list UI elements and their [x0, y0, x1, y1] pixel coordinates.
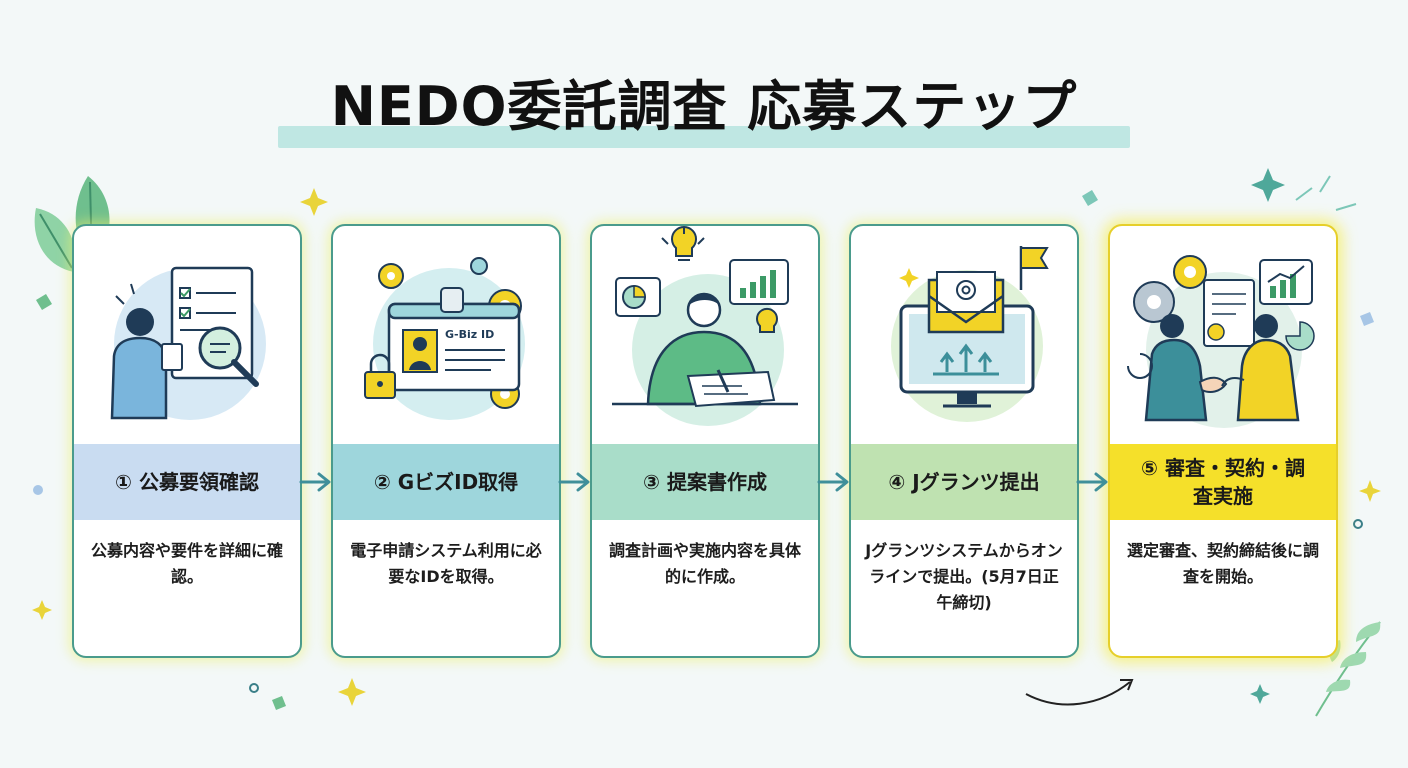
step-title: ④ Jグランツ提出: [888, 470, 1040, 494]
step-title: ② GビズID取得: [373, 470, 519, 494]
document-review-illustration: [110, 266, 266, 420]
flow-arrow-icon: [299, 472, 331, 492]
gbiz-id-card-illustration: G-Biz ID: [364, 257, 525, 420]
card-id-text: G-Biz ID: [445, 328, 494, 341]
online-submission-illustration: [891, 246, 1049, 422]
step-label-band: ⑤ 審査・契約・調査実施: [1110, 444, 1336, 520]
step-description: 公募内容や要件を詳細に確認。: [90, 541, 283, 586]
step-title: ③ 提案書作成: [643, 470, 767, 494]
flow-arrow-icon: [1076, 472, 1108, 492]
step-card-3: ③ 提案書作成 調査計画や実施内容を具体的に作成。: [590, 224, 820, 658]
step-card-4: ④ Jグランツ提出 Jグランツシステムからオンラインで提出。(5月7日正午締切): [849, 224, 1079, 658]
step-card-2: G-Biz ID ② GビズID取得 電子申請システム利用に必要なIDを取得。: [331, 224, 561, 658]
step-description: 電子申請システム利用に必要なIDを取得。: [350, 541, 542, 586]
step-label-band: ① 公募要領確認: [74, 444, 300, 520]
step-description: 選定審査、契約締結後に調査を開始。: [1126, 541, 1319, 586]
flow-arrow-icon: [817, 472, 849, 492]
step-description: Jグランツシステムからオンラインで提出。(5月7日正午締切): [865, 541, 1063, 612]
flow-arrow-icon: [558, 472, 590, 492]
step-label-band: ④ Jグランツ提出: [851, 444, 1077, 520]
title-highlight: [278, 126, 1130, 148]
contract-handshake-illustration: [1127, 255, 1315, 428]
page-title: NEDO委託調査 応募ステップ: [330, 75, 1078, 138]
step-title: ⑤ 審査・契約・調査実施: [1141, 456, 1305, 508]
step-title: ① 公募要領確認: [115, 470, 259, 494]
proposal-writing-illustration: [612, 226, 798, 426]
step-label-band: ③ 提案書作成: [592, 444, 818, 520]
step-card-1: ① 公募要領確認 公募内容や要件を詳細に確認。: [72, 224, 302, 658]
step-label-band: ② GビズID取得: [333, 444, 559, 520]
step-card-5: ⑤ 審査・契約・調査実施 選定審査、契約締結後に調査を開始。: [1108, 224, 1338, 658]
step-description: 調査計画や実施内容を具体的に作成。: [608, 541, 801, 586]
